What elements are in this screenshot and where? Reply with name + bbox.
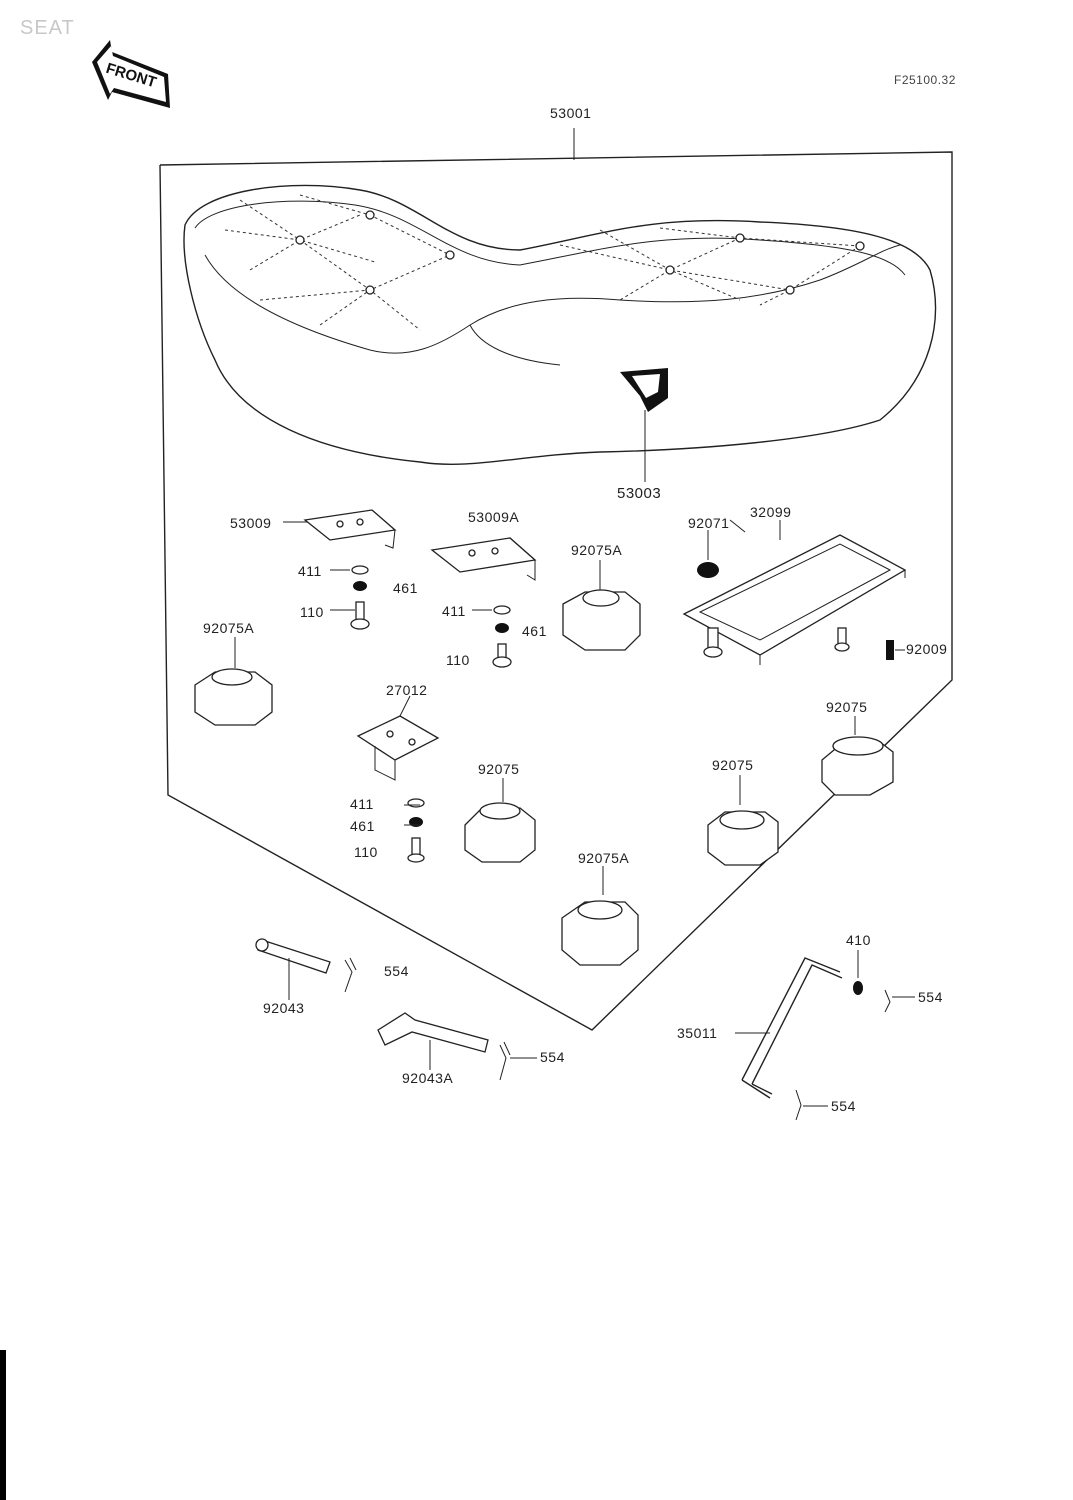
part-label-92071: 92071	[688, 515, 730, 531]
rubber-damper-92075A-c	[561, 866, 639, 966]
part-label-411-a: 411	[298, 563, 322, 579]
part-label-92075A-b: 92075A	[571, 542, 623, 558]
front-arrow-icon	[92, 40, 170, 108]
part-label-32099: 32099	[750, 504, 792, 520]
part-label-461-c: 461	[350, 818, 375, 834]
hardware-stack-b	[472, 605, 512, 668]
part-label-35011: 35011	[677, 1025, 718, 1041]
rubber-damper-92075A-b	[562, 560, 641, 651]
pin-92043	[255, 938, 357, 1000]
rubber-damper-92075-a	[821, 716, 894, 796]
part-label-411-c: 411	[350, 796, 374, 812]
seat-lock-assembly	[682, 520, 907, 665]
rubber-damper-92075-c	[707, 775, 779, 866]
diagram-code: F25100.32	[894, 73, 956, 87]
part-label-53001: 53001	[550, 105, 592, 121]
part-label-554-d: 554	[831, 1098, 856, 1114]
hardware-stack-a	[330, 565, 370, 630]
part-label-411-b: 411	[442, 603, 466, 619]
part-label-92043: 92043	[263, 1000, 305, 1016]
part-label-554-a: 554	[384, 963, 409, 979]
hardware-stack-c	[407, 798, 425, 863]
part-label-53009A: 53009A	[468, 509, 520, 525]
part-label-53003: 53003	[617, 485, 662, 502]
part-label-92075-b: 92075	[478, 761, 520, 777]
part-label-92075-a: 92075	[826, 699, 868, 715]
pin-92043A	[377, 1012, 537, 1081]
part-label-554-b: 554	[918, 989, 943, 1005]
part-label-110-a: 110	[300, 604, 324, 620]
part-label-92075-c: 92075	[712, 757, 754, 773]
bracket-27012	[356, 695, 440, 781]
part-label-110-b: 110	[446, 652, 470, 668]
seat-cushion	[183, 184, 937, 466]
part-label-554-c: 554	[540, 1049, 565, 1065]
part-label-53009: 53009	[230, 515, 272, 531]
scan-edge-bar	[0, 1350, 6, 1500]
part-label-410: 410	[846, 932, 871, 948]
part-label-92043A: 92043A	[402, 1070, 454, 1086]
section-title: SEAT	[20, 17, 75, 39]
part-label-461-b: 461	[522, 623, 547, 639]
rod-35011	[735, 950, 915, 1121]
bracket-53009	[303, 509, 397, 549]
part-label-92075A-c: 92075A	[578, 850, 630, 866]
part-label-92009: 92009	[906, 641, 948, 657]
rubber-damper-92075-b	[464, 778, 536, 863]
part-label-461-a: 461	[393, 580, 418, 596]
bracket-53009A	[430, 537, 537, 581]
part-label-27012: 27012	[386, 682, 428, 698]
part-label-92075A-a: 92075A	[203, 620, 255, 636]
part-label-110-c: 110	[354, 844, 378, 860]
rubber-damper-92075A-a	[194, 637, 273, 726]
